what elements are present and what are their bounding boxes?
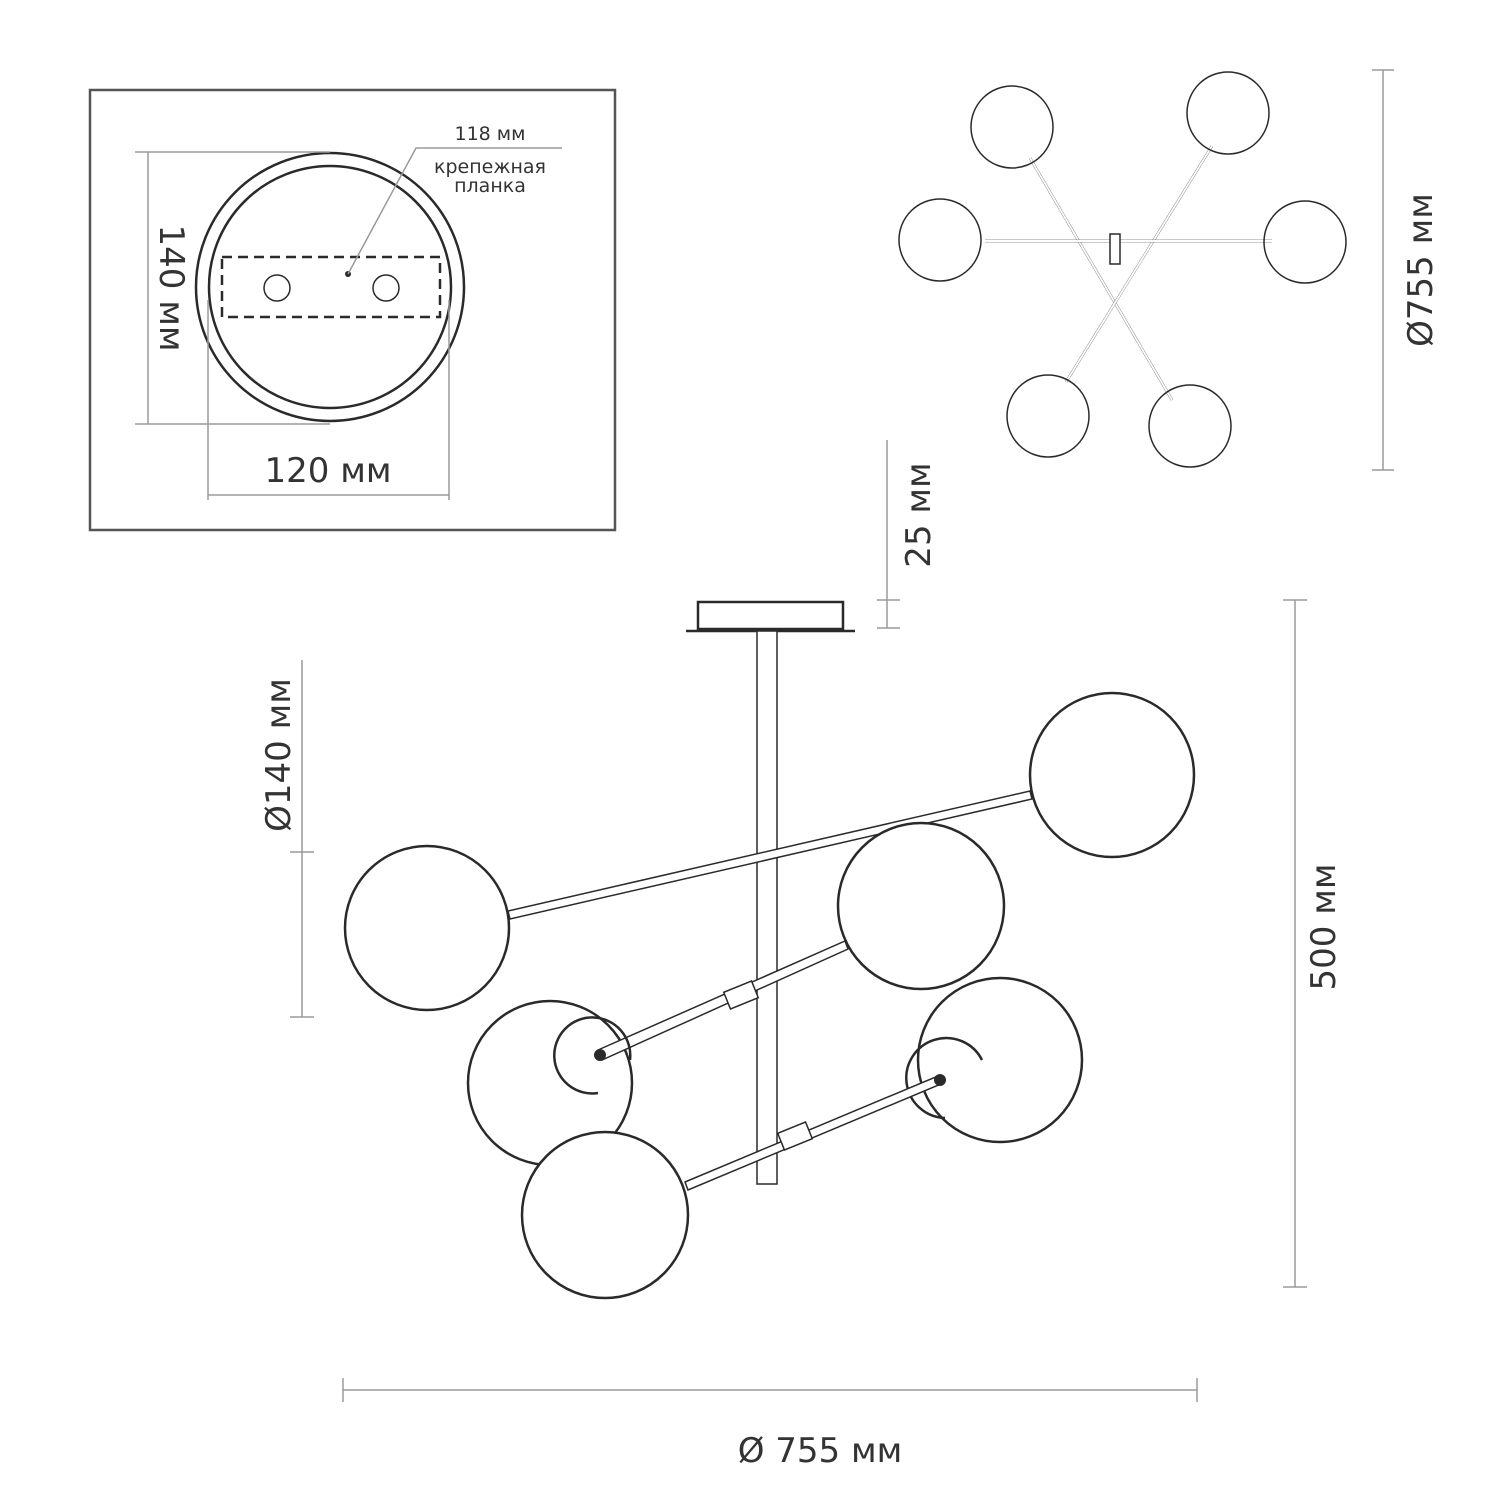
globe	[898, 198, 982, 282]
bracket-label-line1: крепежная	[434, 156, 546, 178]
bracket-leader-line	[347, 147, 562, 275]
globe	[916, 976, 1084, 1144]
mount-width-label: 120 мм	[264, 451, 391, 491]
arm-joint	[776, 1121, 814, 1151]
arm-highlight	[1065, 145, 1213, 383]
detail-frame	[88, 88, 617, 532]
ceiling-canopy	[696, 600, 845, 631]
mount-detail: 118 мм крепежная планка 140 мм 120 мм	[88, 88, 617, 532]
arm-highlight	[1029, 157, 1173, 401]
globe	[836, 821, 1006, 991]
arm-end-cap	[594, 1049, 606, 1061]
globe-socket	[905, 1036, 984, 1120]
globe	[970, 85, 1054, 169]
top-view: Ø755 мм	[898, 69, 1441, 471]
globe	[1006, 374, 1090, 458]
bracket-size-label: 118 мм	[455, 123, 526, 145]
canopy-inner-circle	[207, 164, 453, 410]
arm-joint	[722, 980, 760, 1010]
canopy-outer-circle	[194, 151, 466, 423]
globe	[1186, 71, 1270, 155]
arm-end-cap	[934, 1074, 946, 1086]
bracket-label-line2: планка	[454, 175, 526, 197]
globe-socket	[553, 1016, 632, 1095]
top-diameter-label: Ø755 мм	[1401, 193, 1441, 347]
globe	[520, 1130, 690, 1300]
mounting-bracket	[220, 255, 442, 319]
top-hub	[1109, 233, 1121, 265]
arm	[597, 939, 849, 1062]
screw-hole-left	[263, 274, 291, 302]
total-diameter-label: Ø 755 мм	[738, 1431, 903, 1471]
globe	[343, 844, 511, 1012]
stem	[756, 630, 778, 1185]
globe	[1028, 691, 1196, 859]
canopy-height-label: 25 мм	[899, 462, 939, 567]
globe-diameter-label: Ø140 мм	[259, 678, 299, 832]
mount-height-label: 140 мм	[151, 224, 191, 351]
screw-hole-right	[372, 274, 400, 302]
arm	[684, 1075, 942, 1191]
total-height-label: 500 мм	[1304, 863, 1344, 990]
globe	[1263, 200, 1347, 284]
globe	[1148, 384, 1232, 468]
side-view: 25 мм Ø140 мм 500 мм Ø 755 мм	[259, 440, 1344, 1471]
